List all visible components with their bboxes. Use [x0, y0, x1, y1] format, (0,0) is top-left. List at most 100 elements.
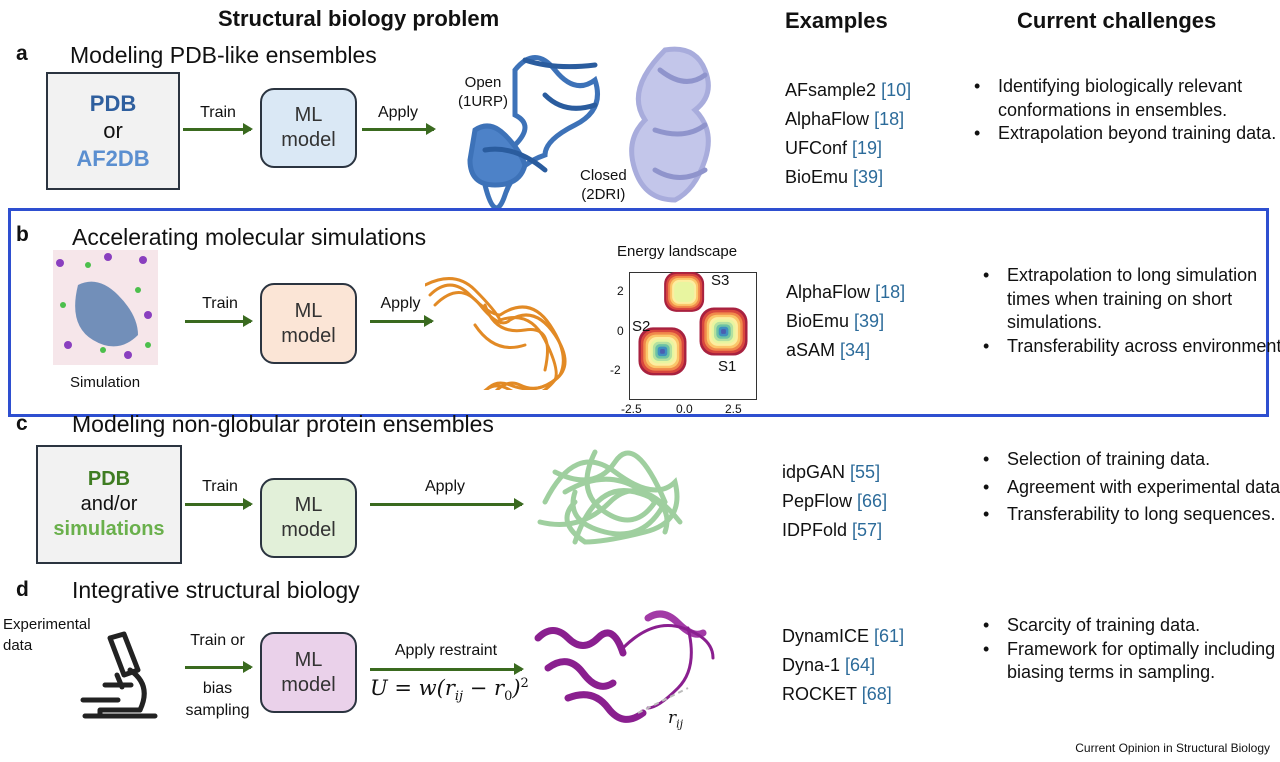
- basin-contour: [674, 281, 695, 302]
- example-item: AlphaFlow [18]: [785, 109, 905, 129]
- citation-link[interactable]: [18]: [874, 109, 905, 129]
- challenge-item: Agreement with experimental data.: [983, 476, 1280, 500]
- example-item: Dyna-1 [64]: [782, 655, 876, 675]
- challenge-item: Scarcity of training data.: [983, 614, 1280, 638]
- basin-label-s2: S2: [632, 318, 651, 335]
- simulated-ensemble-image: [425, 277, 567, 390]
- apply-arrow-a: [362, 123, 436, 135]
- citation-link[interactable]: [18]: [875, 282, 906, 302]
- citation-link[interactable]: [66]: [857, 491, 888, 511]
- train-arrow-a: [183, 123, 253, 135]
- example-item: AlphaFlow [18]: [786, 282, 906, 302]
- source-box-c: PDB and/or simulations: [36, 445, 182, 564]
- example-item: ROCKET [68]: [782, 684, 892, 704]
- challenge-item: Selection of training data.: [983, 448, 1280, 472]
- citation-link[interactable]: [64]: [845, 655, 876, 675]
- footer-journal: Current Opinion in Structural Biology: [1075, 741, 1270, 755]
- source-pdb: PDB: [89, 90, 137, 116]
- source-or: or: [103, 118, 123, 144]
- basin-label-s1: S1: [718, 358, 737, 375]
- x-tick: 2.5: [725, 402, 742, 416]
- train-arrow-d: [185, 661, 253, 673]
- example-item: AFsample2 [10]: [785, 80, 912, 100]
- challenge-item: Transferability across environments.: [983, 335, 1280, 359]
- example-item: UFConf [19]: [785, 138, 883, 158]
- citation-link[interactable]: [19]: [852, 138, 883, 158]
- x-tick: 0.0: [676, 402, 693, 416]
- examples-a: AFsample2 [10] AlphaFlow [18] UFConf [19…: [785, 76, 911, 192]
- panel-label-a: a: [16, 42, 28, 65]
- citation-link[interactable]: [61]: [874, 626, 905, 646]
- train-arrow-b: [185, 315, 253, 327]
- challenge-item: Transferability to long sequences.: [983, 503, 1280, 527]
- examples-d: DynamICE [61] Dyna-1 [64] ROCKET [68]: [782, 622, 904, 709]
- examples-b: AlphaFlow [18] BioEmu [39] aSAM [34]: [786, 278, 905, 365]
- source-af2db: AF2DB: [76, 145, 150, 171]
- apply-arrow-c: [370, 498, 524, 510]
- header-examples: Examples: [785, 8, 888, 33]
- microscope-icon: [80, 631, 158, 719]
- apply-arrow-b: [370, 315, 434, 327]
- restraint-formula: U = w(rij − r0)2: [370, 676, 529, 705]
- panel-title-b: Accelerating molecular simulations: [72, 224, 427, 250]
- panel-label-c: c: [16, 412, 28, 435]
- challenges-d: Scarcity of training data. Framework for…: [983, 614, 1280, 685]
- example-item: PepFlow [66]: [782, 491, 888, 511]
- panel-label-b: b: [16, 223, 29, 246]
- basin-contour: [721, 329, 726, 334]
- ml-model-box-a: ML model: [260, 88, 357, 168]
- train-label-b: Train: [202, 295, 238, 312]
- challenge-item: Framework for optimally including biasin…: [983, 638, 1280, 685]
- example-item: idpGAN [55]: [782, 462, 881, 482]
- challenges-c: Selection of training data. Agreement wi…: [983, 448, 1280, 527]
- panel-label-d: d: [16, 578, 29, 601]
- challenge-item: Identifying biologically relevant confor…: [974, 75, 1280, 122]
- example-item: aSAM [34]: [786, 340, 871, 360]
- simulation-label: Simulation: [70, 374, 141, 391]
- citation-link[interactable]: [39]: [854, 311, 885, 331]
- citation-link[interactable]: [39]: [853, 167, 884, 187]
- energy-landscape-plot: [629, 272, 757, 400]
- apply-label-a: Apply: [377, 104, 419, 121]
- header-problem: Structural biology problem: [218, 6, 500, 31]
- panel-title-c: Modeling non-globular protein ensembles: [72, 411, 494, 437]
- citation-link[interactable]: [34]: [840, 340, 871, 360]
- apply-restraint-label: Apply restraint: [394, 642, 498, 659]
- basin-label-s3: S3: [711, 272, 730, 289]
- train-arrow-c: [185, 498, 253, 510]
- header-challenges: Current challenges: [1017, 8, 1217, 33]
- citation-link[interactable]: [57]: [852, 520, 883, 540]
- disordered-ensemble-image: [537, 449, 683, 545]
- train-label-a: Train: [200, 104, 236, 121]
- example-item: BioEmu [39]: [786, 311, 885, 331]
- train-label-d: Train or: [190, 632, 245, 649]
- citation-link[interactable]: [68]: [861, 684, 892, 704]
- model-text: model: [281, 129, 336, 151]
- open-structure: [467, 55, 600, 210]
- x-tick: -2.5: [621, 402, 642, 416]
- closed-structure: [629, 46, 711, 203]
- challenge-item: Extrapolation to long simulation times w…: [983, 264, 1280, 335]
- apply-label-b: Apply: [380, 295, 421, 312]
- examples-c: idpGAN [55] PepFlow [66] IDPFold [57]: [782, 458, 887, 545]
- y-tick: 0: [617, 324, 624, 338]
- simulation-box-image: [53, 250, 158, 365]
- ml-text: ML: [294, 104, 323, 126]
- panel-title-a: Modeling PDB-like ensembles: [70, 42, 377, 68]
- apply-arrow-d: [370, 663, 524, 675]
- apply-label-c: Apply: [424, 478, 466, 495]
- y-tick: -2: [610, 363, 621, 377]
- example-item: BioEmu [39]: [785, 167, 884, 187]
- citation-link[interactable]: [55]: [850, 462, 881, 482]
- energy-landscape-title: Energy landscape: [617, 243, 738, 260]
- open-label: Open(1URP): [458, 74, 509, 110]
- challenges-b: Extrapolation to long simulation times w…: [983, 264, 1280, 359]
- challenge-item: Extrapolation beyond training data.: [974, 122, 1280, 146]
- source-box-a: PDB or AF2DB: [46, 72, 180, 190]
- citation-link[interactable]: [10]: [881, 80, 912, 100]
- basin-contour: [660, 348, 665, 354]
- restrained-structure-image: [534, 610, 715, 723]
